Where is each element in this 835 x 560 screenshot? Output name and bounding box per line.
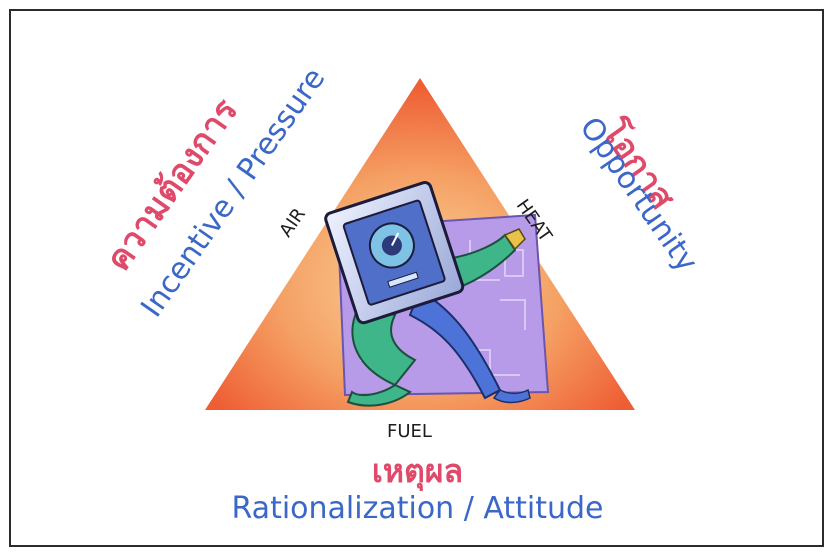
safe-clipart	[324, 181, 465, 325]
rationalization-thai-label: เหตุผล	[371, 452, 464, 490]
fuel-side-label: FUEL	[387, 421, 432, 442]
rationalization-attitude-label: Rationalization / Attitude	[231, 491, 604, 526]
